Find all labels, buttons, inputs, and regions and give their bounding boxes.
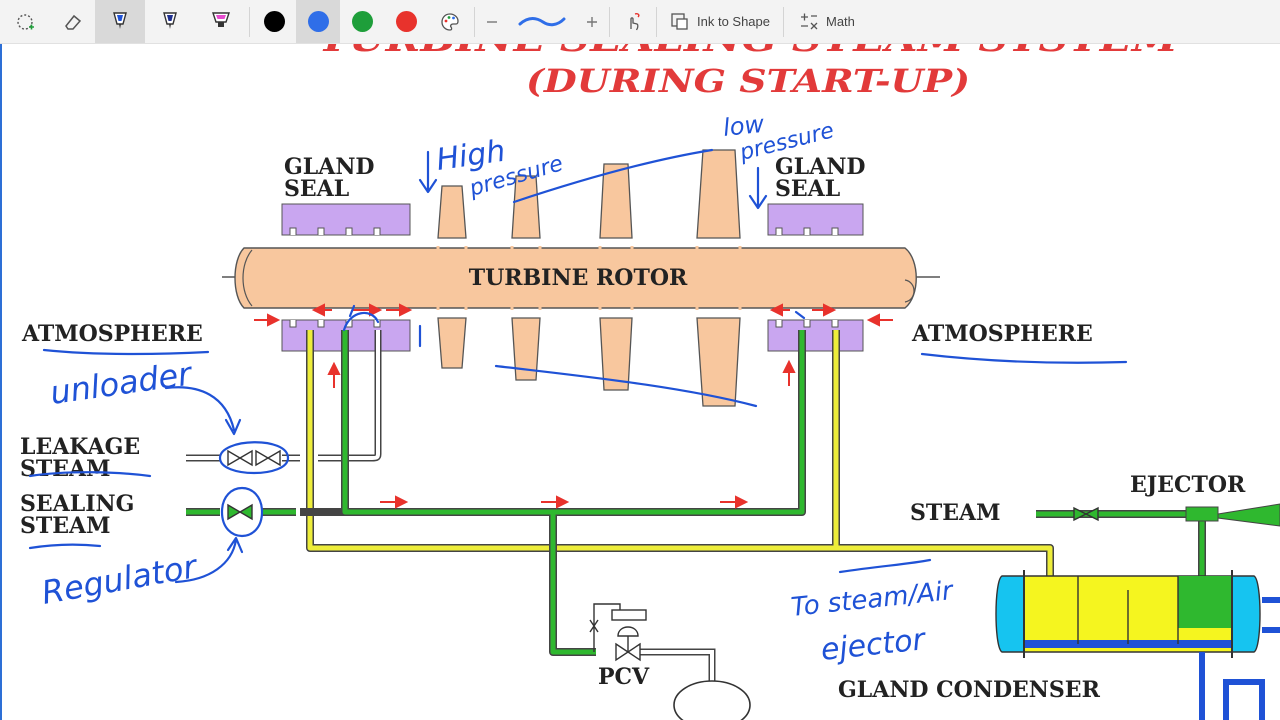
ink-annotations [28, 148, 1128, 584]
eraser-icon[interactable] [50, 0, 95, 43]
regulator-valve [227, 503, 253, 521]
highlighter-icon[interactable] [195, 0, 247, 43]
ink-ejector: ejector [819, 622, 928, 668]
ink-low: low [722, 110, 766, 142]
ink-to-ejector: To steam/Air [790, 576, 957, 623]
gland-condenser [995, 570, 1280, 720]
ink-to-shape-label: Ink to Shape [697, 14, 770, 29]
color-black-swatch[interactable] [252, 0, 296, 43]
sealing-steam-label: SEALING [20, 491, 134, 517]
gland-seal-right-label-2: SEAL [775, 176, 840, 202]
math-button[interactable]: Math [786, 0, 866, 43]
atmosphere-left-label: ATMOSPHERE [21, 321, 203, 347]
leakage-steam-label: LEAKAGE [20, 434, 140, 460]
math-icon [801, 13, 818, 29]
palette-icon[interactable] [428, 0, 472, 43]
sealing-steam-label-2: STEAM [20, 513, 110, 539]
flow-arrows [254, 303, 893, 509]
lasso-select-icon[interactable] [0, 0, 50, 43]
gland-seal-left-label-2: SEAL [284, 176, 349, 202]
math-label: Math [826, 14, 855, 29]
page-left-border [0, 44, 2, 720]
gland-condenser-label: GLAND CONDENSER [838, 677, 1101, 703]
ink-regulator: Regulator [39, 547, 201, 612]
pen-navy-icon[interactable] [145, 0, 195, 43]
color-green-swatch[interactable] [340, 0, 384, 43]
diagram-title: TURBINE SEALING STEAM SYSTEM [318, 44, 1180, 60]
touch-writing-icon[interactable] [612, 0, 654, 43]
pcv-valve [589, 603, 647, 662]
diagram-canvas: TURBINE SEALING STEAM SYSTEM (DURING STA… [20, 44, 1280, 720]
gland-seal-right-label: GLAND [775, 154, 866, 180]
sealing-steam-pipe [186, 330, 806, 656]
ejector-steam-valve [1073, 506, 1099, 522]
color-red-swatch[interactable] [384, 0, 428, 43]
stroke-width-icon[interactable] [507, 0, 577, 43]
gland-seal-left-label: GLAND [284, 154, 375, 180]
ink-unloader: unloader [48, 354, 196, 412]
pcv-label: PCV [598, 664, 650, 690]
diagram-subtitle: (DURING START-UP) [526, 62, 970, 100]
drain-tank [673, 680, 751, 720]
plus-icon[interactable] [577, 0, 607, 43]
minus-icon[interactable] [477, 0, 507, 43]
rotor-label: TURBINE ROTOR [469, 265, 688, 291]
gland-seal-right-bottom [767, 319, 864, 352]
color-blue-swatch[interactable] [296, 0, 340, 43]
turbine-rotor [222, 149, 940, 407]
ejector-label: EJECTOR [1130, 472, 1246, 498]
ink-toolbar: Ink to Shape Math [0, 0, 1280, 44]
atmosphere-right-label: ATMOSPHERE [911, 321, 1093, 347]
ejector-steam-pipe [1036, 503, 1280, 578]
gland-seal-right-top [767, 203, 864, 236]
gland-seal-left-top [281, 203, 411, 236]
unloader-pipe [186, 330, 382, 462]
ink-to-shape-button[interactable]: Ink to Shape [659, 0, 781, 43]
unloader-valve [227, 449, 281, 467]
leakage-steam-pipe [306, 330, 1054, 578]
steam-label: STEAM [910, 500, 1000, 526]
ink-to-shape-icon [671, 12, 688, 30]
pen-blue-icon[interactable] [95, 0, 145, 43]
leakage-steam-label-2: STEAM [20, 456, 110, 482]
